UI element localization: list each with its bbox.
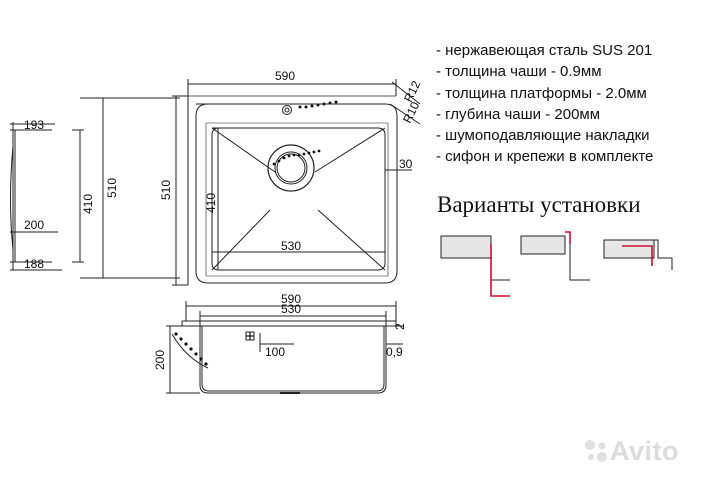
dim-200: 200 xyxy=(24,218,44,232)
spec-item: - толщина чаши - 0.9мм xyxy=(436,63,602,81)
dim-front-2: 2 xyxy=(393,323,407,330)
dim-front-200: 200 xyxy=(153,350,167,370)
dim-side-410: 410 xyxy=(81,194,95,214)
dim-front-100: 100 xyxy=(265,345,285,359)
side-view xyxy=(10,97,180,279)
spec-item: - нержавеющая сталь SUS 201 xyxy=(436,42,653,59)
dim-top-590: 590 xyxy=(275,69,295,83)
dim-front-09: 0,9 xyxy=(386,345,403,359)
dotted-marks xyxy=(174,100,338,366)
spec-item: - толщина платформы - 2.0мм xyxy=(436,84,647,102)
front-view xyxy=(166,301,403,394)
avito-logo-icon xyxy=(585,440,607,462)
variants-title: Варианты установки xyxy=(437,192,641,217)
dim-r12: R12 xyxy=(401,78,423,104)
watermark: Avito xyxy=(610,436,679,466)
top-view xyxy=(172,79,421,286)
dim-193: 193 xyxy=(24,118,44,132)
bumper-marks xyxy=(246,332,254,340)
install-accents xyxy=(490,231,653,297)
spec-item: - сифон и крепежи в комплекте xyxy=(436,148,654,166)
dim-bowl-530: 530 xyxy=(281,239,301,253)
spec-list: - нержавеющая сталь SUS 201 - толщина ча… xyxy=(436,40,653,168)
dim-front-530: 530 xyxy=(281,302,301,316)
drain xyxy=(267,105,315,192)
dim-side-510: 510 xyxy=(105,178,119,198)
dim-top-510: 510 xyxy=(159,180,173,200)
install-variants xyxy=(440,231,673,281)
spec-item: - глубина чаши - 200мм xyxy=(436,105,601,123)
dim-front-590: 590 xyxy=(281,292,301,306)
dim-188: 188 xyxy=(24,257,44,271)
dim-30: 30 xyxy=(399,157,413,171)
dim-bowl-410: 410 xyxy=(204,193,218,213)
spec-item: - шумоподавляющие накладки xyxy=(436,127,650,145)
